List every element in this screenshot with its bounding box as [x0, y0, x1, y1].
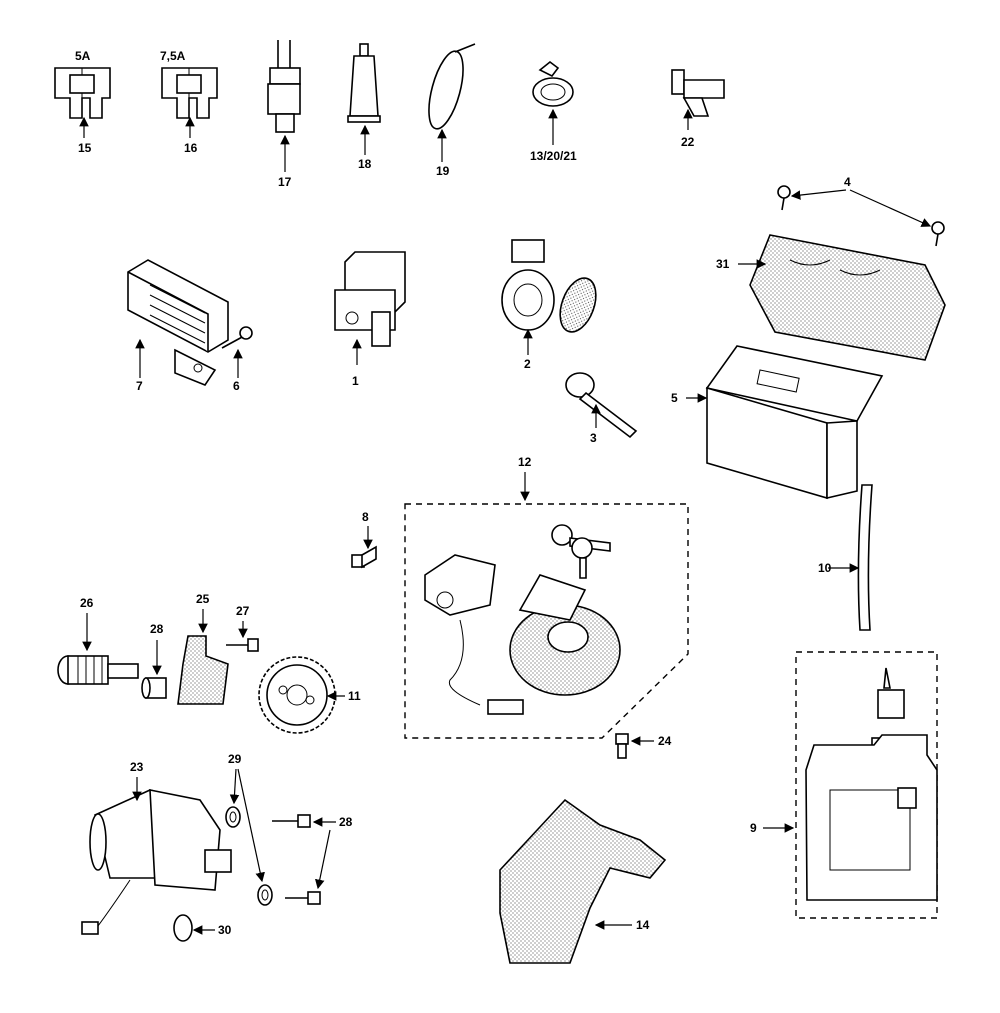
regulator-part [127, 259, 229, 386]
starter-drive-part [57, 655, 139, 685]
callout-31: 3 [590, 431, 597, 445]
lock-set-part [424, 524, 621, 715]
callout-19: 19 [436, 164, 450, 178]
battery-cover-screws-part [777, 185, 945, 247]
starter-motor-part [81, 789, 232, 935]
callout-27: 11 [348, 689, 361, 703]
callout-22: 22 [681, 135, 695, 149]
callout-26: 25 [196, 592, 210, 606]
callout-14: 14 [636, 918, 650, 932]
screw-2-part [221, 326, 253, 349]
fuse-7-5a-part: 7,5A [160, 49, 218, 119]
acid-bottle-part [805, 667, 938, 901]
callout-1: 7 [136, 379, 143, 393]
callout-29: 29 [228, 752, 242, 766]
callout-5: 5 [671, 391, 678, 405]
driven-gear-part [258, 656, 336, 734]
battery-shield-part [499, 798, 667, 964]
fuse-5a-part: 5A [54, 49, 111, 119]
relay-part [334, 251, 406, 347]
screw-28-top-part [226, 638, 259, 652]
callout-6: 31 [716, 257, 730, 271]
grease-tube-part [347, 43, 381, 123]
ignition-switch-part [501, 239, 597, 333]
bolt-11-part [615, 733, 629, 759]
fuse-rating-7-5a: 7,5A [160, 49, 186, 63]
bush-part [141, 677, 167, 699]
callout-17: 17 [278, 175, 292, 189]
callout-11: 24 [658, 734, 672, 748]
breather-tube-part [857, 484, 873, 631]
callout-7: 4 [844, 175, 851, 189]
washers-part [225, 806, 273, 906]
callout-18: 18 [358, 157, 372, 171]
cable-tie-part [428, 43, 476, 130]
bolt-12-part [351, 545, 377, 569]
callout-3: 1 [352, 374, 359, 388]
bracket-part [177, 635, 229, 705]
clamp-part [532, 60, 574, 107]
key-part [565, 372, 638, 439]
callout-15: 15 [78, 141, 92, 155]
callout-28-lower: 28 [339, 815, 353, 829]
callout-9: 9 [750, 821, 757, 835]
callout-13-20-21: 13/20/21 [530, 149, 577, 163]
battery-cover-part [749, 234, 946, 361]
callout-24: 26 [80, 596, 94, 610]
o-ring-part [173, 914, 193, 942]
lock-set-group-outline [404, 503, 689, 739]
callout-30: 30 [218, 923, 232, 937]
callout-23: 23 [130, 760, 144, 774]
battery-part [705, 345, 884, 500]
callout-8: 10 [818, 561, 832, 575]
acid-kit-group-outline [795, 651, 938, 919]
callout-25: 28 [150, 622, 164, 636]
stop-switch-part [267, 40, 301, 133]
callout-12: 8 [362, 510, 369, 524]
callout-28-top: 27 [236, 604, 250, 618]
callout-16: 16 [184, 141, 198, 155]
callout-2: 6 [233, 379, 240, 393]
screws-28-lower-part [272, 814, 321, 905]
callout-10: 12 [518, 455, 532, 469]
fuse-rating-5a: 5A [75, 49, 91, 63]
clip-part [671, 69, 725, 117]
callout-4: 2 [524, 357, 531, 371]
